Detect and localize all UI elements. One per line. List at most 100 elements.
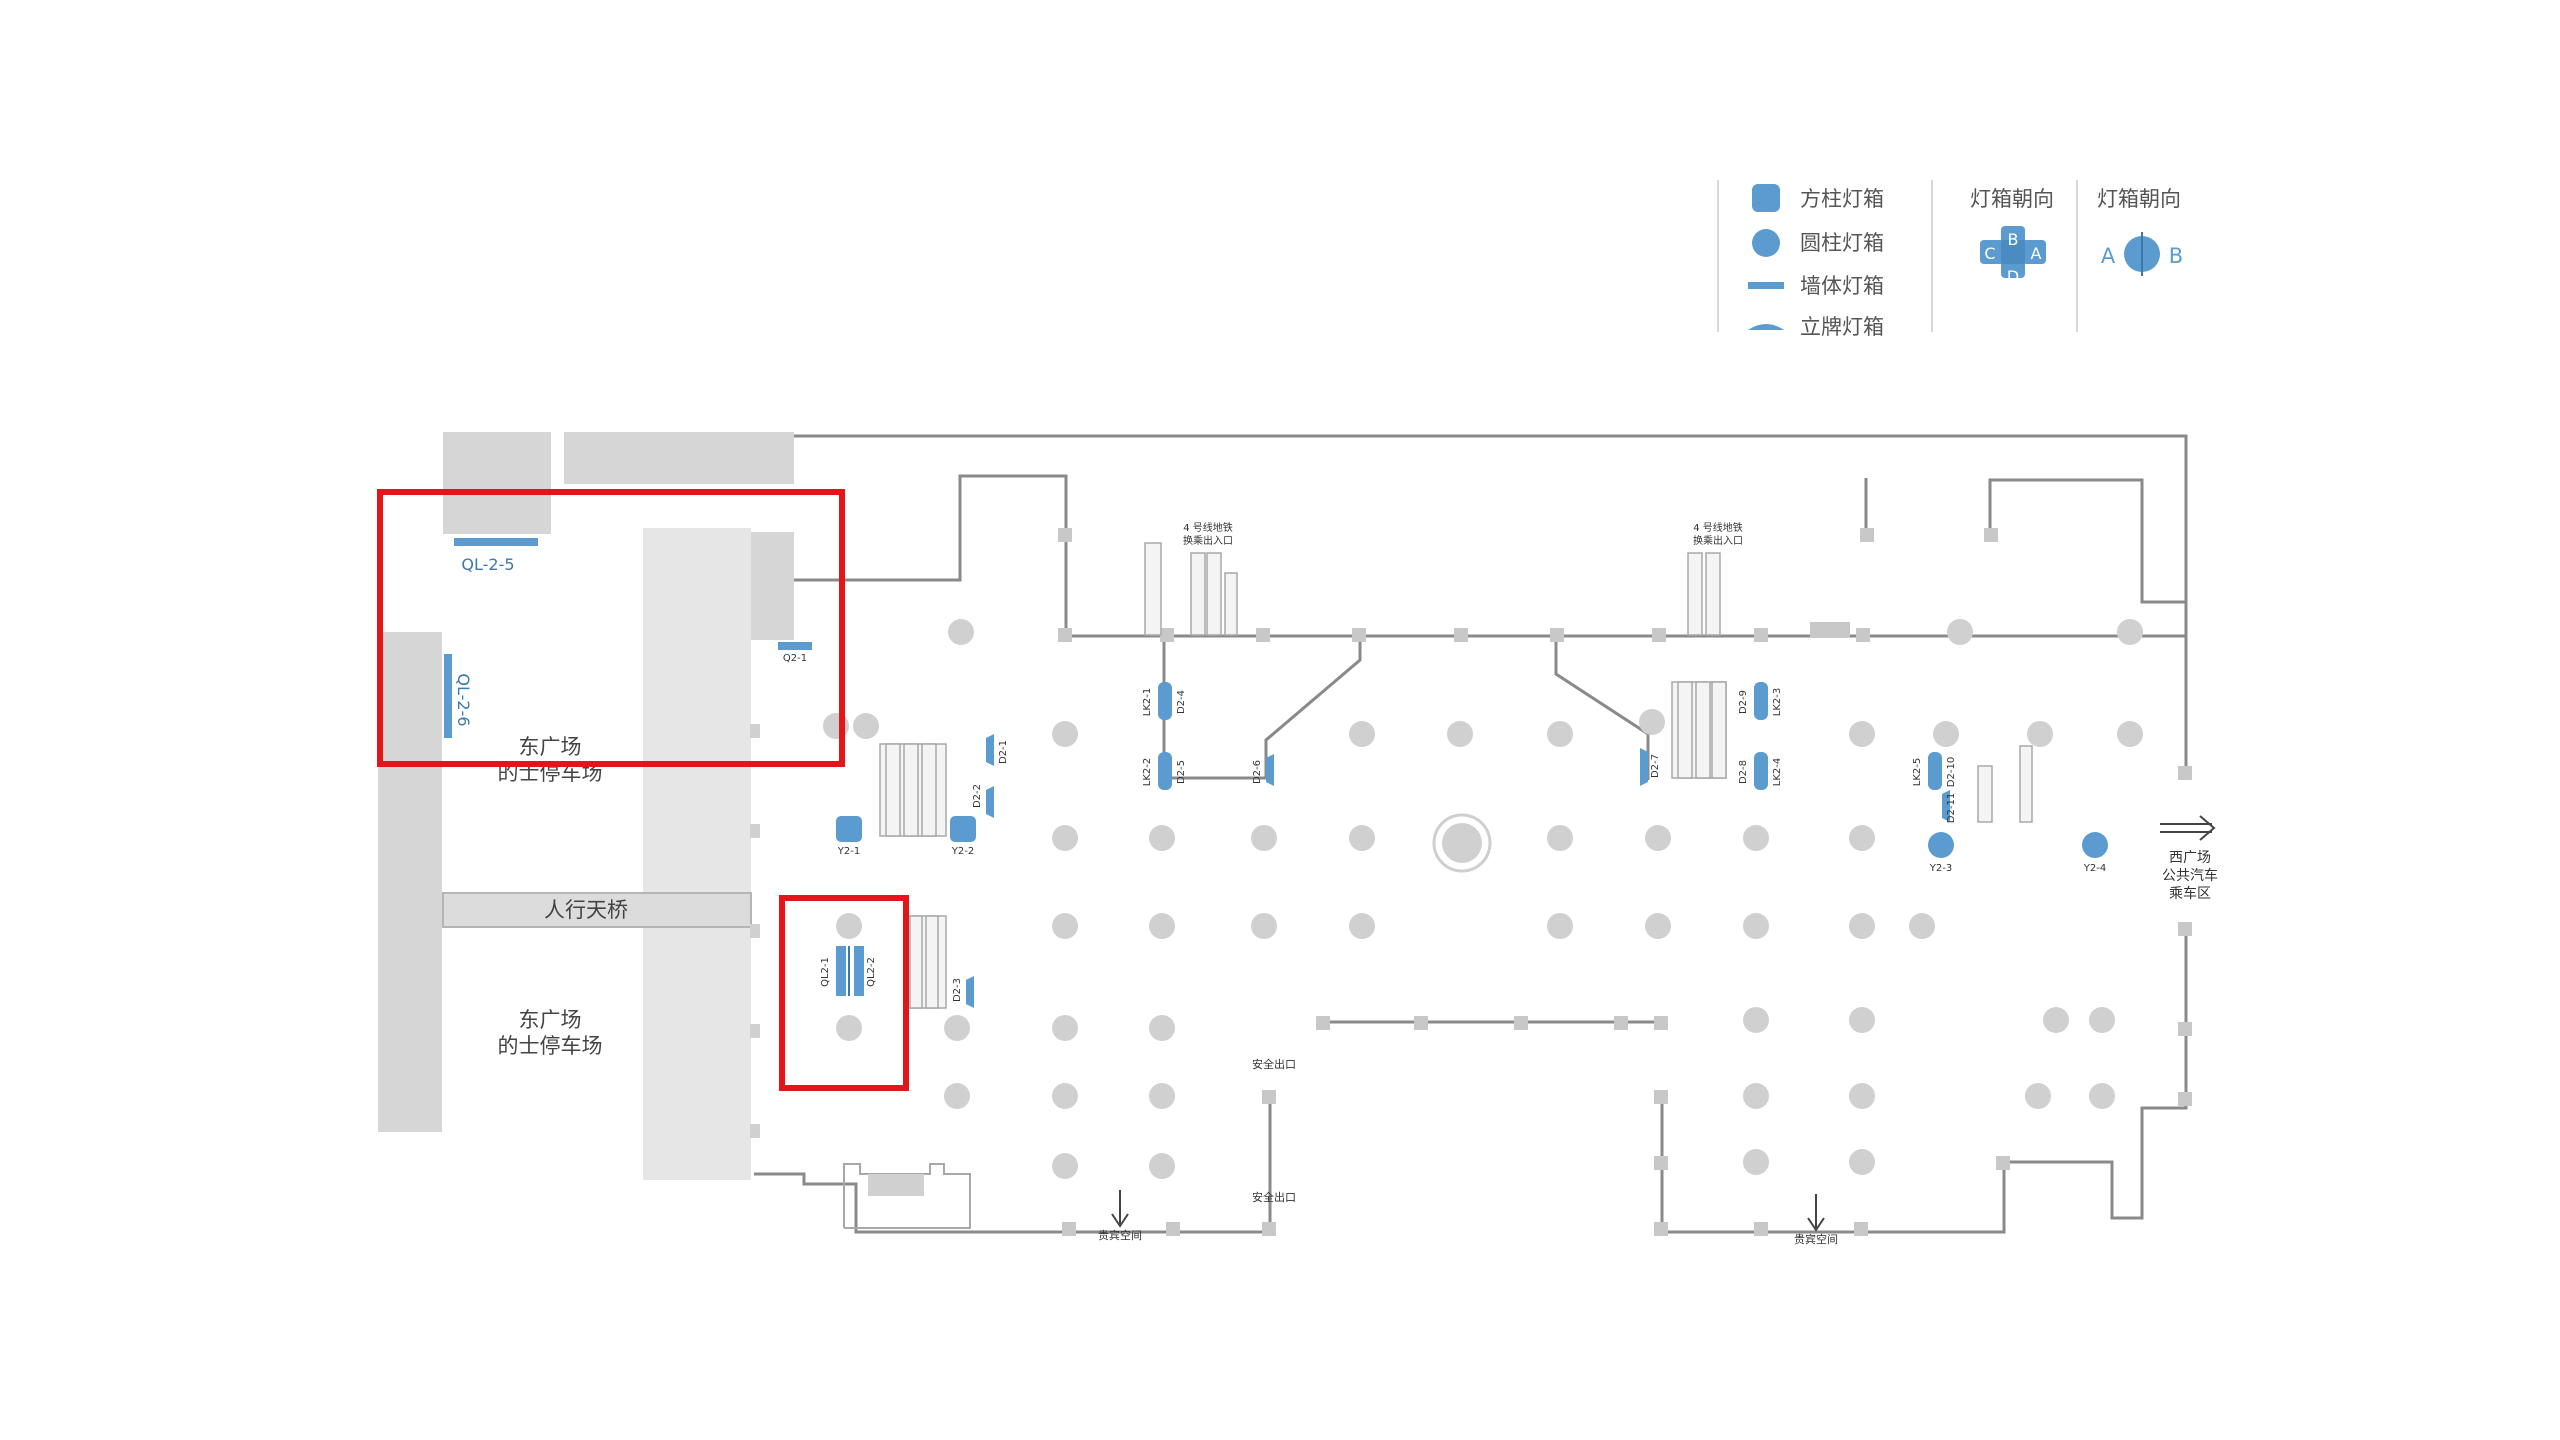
- direction-arrows: [1111, 815, 2216, 1232]
- ad-label-ql-2-5: QL-2-5: [461, 555, 514, 574]
- round-orientation-letter-a: A: [2101, 244, 2116, 268]
- vip-space-left-label: 贵宾空间: [1098, 1228, 1142, 1242]
- west-bus-line2: 公共汽车: [2162, 867, 2218, 884]
- wall-lightbox-q2-1[interactable]: [778, 642, 812, 650]
- ad-label-ql-2-6: QL-2-6: [454, 673, 473, 726]
- round-lightbox-y2-3[interactable]: [1928, 832, 1954, 858]
- safety-exit-top-label: 安全出口: [1252, 1057, 1296, 1071]
- wall-lightbox-icon: [1748, 282, 1784, 289]
- ad-label-d2-6: D2-6: [1252, 760, 1263, 784]
- vip-left-arrow-icon: [1111, 1190, 1129, 1228]
- taxi-lane-right: [643, 528, 751, 1180]
- escalators: [879, 542, 2033, 1009]
- central-column: [1432, 813, 1492, 873]
- ad-label-lk2-1: LK2-1: [1142, 688, 1153, 716]
- ad-label-ql2-1: QL2-1: [820, 957, 831, 987]
- orientation-letter-b: B: [2008, 230, 2019, 249]
- service-booth: [843, 1163, 971, 1229]
- square-column-lightbox-icon: [1752, 184, 1780, 212]
- ad-label-d2-3: D2-3: [952, 978, 963, 1002]
- area-labels: 4 号线地铁 换乘出入口 4 号线地铁 换乘出入口 安全出口 安全出口 贵宾空间…: [1098, 521, 2218, 1246]
- safety-exit-bottom-label: 安全出口: [1252, 1190, 1296, 1204]
- round-orientation-letter-b: B: [2169, 244, 2183, 268]
- taxi-lane-left: [378, 632, 442, 1132]
- round-column-lightbox-icon: [1752, 229, 1780, 257]
- lightboxes: QL-2-5 QL-2-6 Q2-1 D2-1 D2-2 Y2-1 Y2-2 Q…: [444, 538, 2108, 1008]
- round-lightbox-y2-4[interactable]: [2082, 832, 2108, 858]
- highlight-box-column-ads: [779, 895, 909, 1091]
- ad-label-y2-4: Y2-4: [2083, 863, 2106, 874]
- standing-lightbox-d2-11[interactable]: [1942, 790, 1950, 822]
- east-taxi-upper-line1: 东广场: [519, 735, 582, 759]
- standing-lightbox-d2-3[interactable]: [966, 976, 974, 1008]
- orientation-letter-c: C: [1984, 244, 1995, 263]
- ad-label-y2-2: Y2-2: [951, 846, 974, 857]
- column-lightbox-ql2-1[interactable]: [836, 946, 846, 996]
- ad-label-ql2-2: QL2-2: [866, 957, 877, 987]
- highlight-box-east-wall: [377, 489, 845, 767]
- square-lightbox-d2-9-lk2-3[interactable]: [1754, 682, 1768, 720]
- ad-label-lk2-4: LK2-4: [1772, 758, 1783, 786]
- orientation-letter-d: D: [2007, 267, 2019, 286]
- square-lightbox-lk2-5-d2-10[interactable]: [1928, 752, 1942, 790]
- ad-label-q2-1: Q2-1: [783, 653, 807, 664]
- west-bus-line1: 西广场: [2169, 850, 2211, 866]
- square-lightbox-lk2-2-d2-5[interactable]: [1158, 752, 1172, 790]
- metro-entrance-left-line2: 换乘出入口: [1183, 534, 1233, 547]
- ad-label-lk2-2: LK2-2: [1142, 758, 1153, 786]
- skybridge: [442, 892, 752, 928]
- ad-label-d2-8: D2-8: [1738, 760, 1749, 784]
- legend-wall-label: 墙体灯箱: [1800, 274, 1884, 298]
- square-orientation-diagram-icon: B C A D: [1980, 226, 2046, 286]
- legend-square-label: 方柱灯箱: [1800, 187, 1884, 211]
- standing-lightbox-d2-7[interactable]: [1640, 748, 1648, 786]
- legend: 方柱灯箱 圆柱灯箱 墙体灯箱 立牌灯箱 灯箱朝向 B C A D 灯箱朝向 A …: [1717, 180, 2183, 339]
- vip-right-arrow-icon: [1807, 1194, 1825, 1232]
- square-lightbox-y2-2[interactable]: [950, 816, 976, 842]
- ad-label-d2-7: D2-7: [1650, 754, 1661, 778]
- building-block: [564, 432, 794, 484]
- ad-label-d2-9: D2-9: [1738, 690, 1749, 714]
- ad-label-y2-3: Y2-3: [1929, 863, 1952, 874]
- column-lightbox-ql2-2[interactable]: [854, 946, 864, 996]
- metro-entrance-right-line1: 4 号线地铁: [1693, 521, 1743, 534]
- round-orientation-title: 灯箱朝向: [2097, 187, 2181, 211]
- ad-label-lk2-3: LK2-3: [1772, 688, 1783, 716]
- standing-sign-lightbox-icon: [1748, 324, 1784, 330]
- metro-entrance-right-line2: 换乘出入口: [1693, 534, 1743, 547]
- vip-space-right-label: 贵宾空间: [1794, 1232, 1838, 1246]
- ad-label-d2-5: D2-5: [1176, 760, 1187, 784]
- ad-label-d2-4: D2-4: [1176, 690, 1187, 714]
- ad-label-lk2-5: LK2-5: [1912, 758, 1923, 786]
- highlight-boxes: [377, 489, 909, 1091]
- east-side-structures: 人行天桥 东广场 的士停车场 东广场 的士停车场: [378, 432, 794, 1180]
- east-taxi-lower-line2: 的士停车场: [498, 1034, 603, 1058]
- ad-label-d2-11: D2-11: [1946, 793, 1957, 823]
- ad-label-y2-1: Y2-1: [837, 846, 860, 857]
- wall-pillars: [1058, 528, 2192, 1236]
- skybridge-label: 人行天桥: [544, 898, 628, 922]
- columns: [823, 619, 2143, 1179]
- wall-lightbox-ql-2-5[interactable]: [454, 538, 538, 546]
- ad-label-d2-1: D2-1: [998, 740, 1009, 764]
- wall-lightbox-ql-2-6[interactable]: [444, 654, 452, 738]
- square-lightbox-d2-8-lk2-4[interactable]: [1754, 752, 1768, 790]
- standing-lightbox-d2-6[interactable]: [1266, 754, 1274, 786]
- ad-label-d2-10: D2-10: [1946, 757, 1957, 787]
- square-lightbox-y2-1[interactable]: [836, 816, 862, 842]
- ad-label-d2-2: D2-2: [972, 784, 983, 808]
- west-exit-arrow-icon: [2160, 815, 2216, 841]
- legend-standing-label: 立牌灯箱: [1800, 315, 1884, 339]
- standing-lightbox-d2-2[interactable]: [986, 786, 994, 818]
- building-block: [750, 532, 794, 640]
- square-orientation-title: 灯箱朝向: [1970, 187, 2054, 211]
- square-lightbox-lk2-1-d2-4[interactable]: [1158, 682, 1172, 720]
- metro-entrance-left-line1: 4 号线地铁: [1183, 521, 1233, 534]
- building-block: [443, 432, 551, 534]
- standing-lightbox-d2-1[interactable]: [986, 734, 994, 766]
- legend-round-label: 圆柱灯箱: [1800, 231, 1884, 255]
- orientation-letter-a: A: [2031, 244, 2042, 263]
- east-taxi-lower-line1: 东广场: [519, 1008, 582, 1032]
- west-bus-line3: 乘车区: [2169, 885, 2211, 902]
